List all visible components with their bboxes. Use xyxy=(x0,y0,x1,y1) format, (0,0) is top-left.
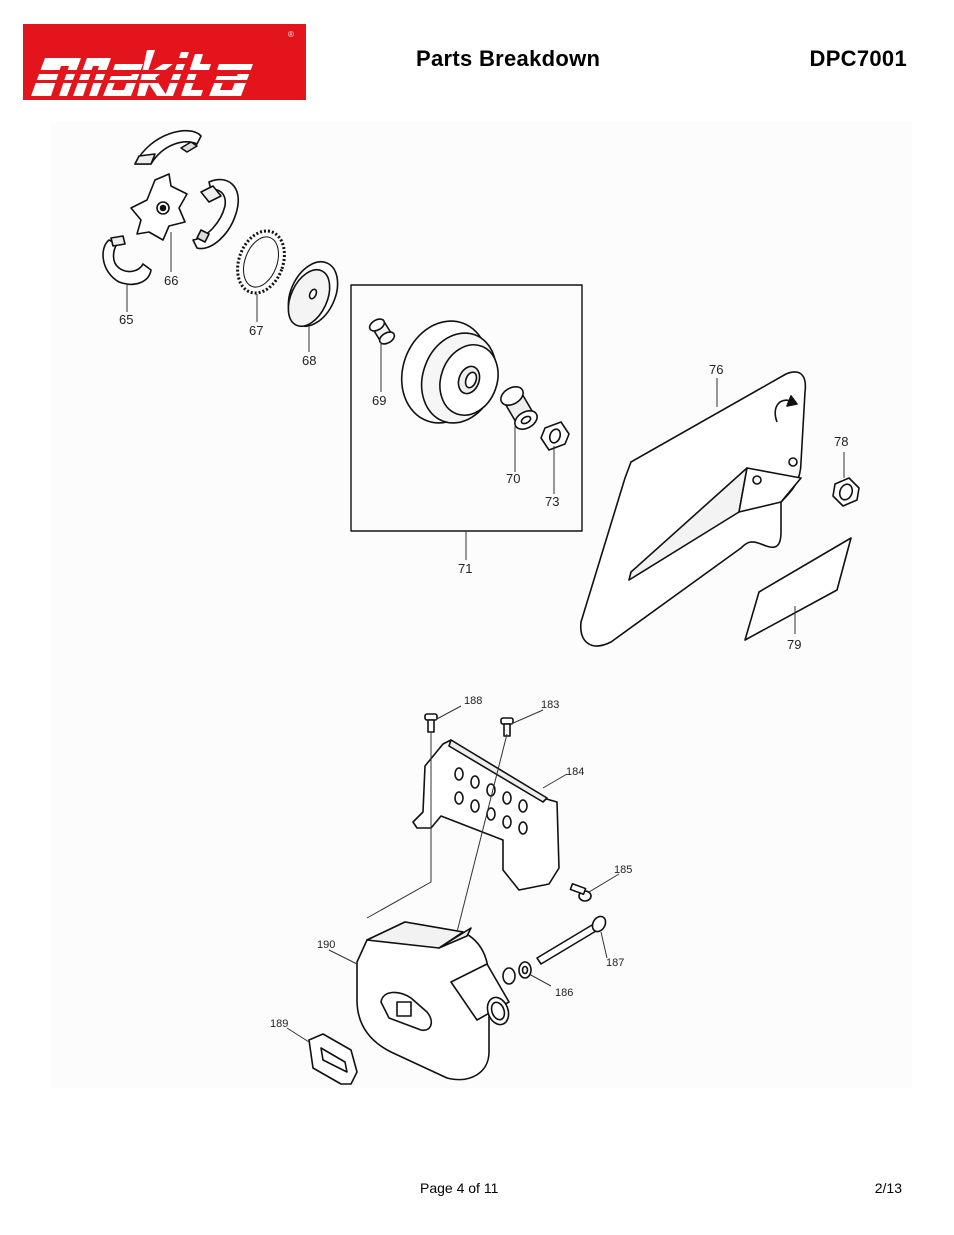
muffler-bracket-drawing xyxy=(412,739,560,891)
revision-date: 2/13 xyxy=(874,1180,902,1196)
callout-190: 190 xyxy=(317,939,335,951)
bolt-187-drawing xyxy=(536,915,607,965)
clutch-hub-drawing xyxy=(130,173,188,241)
parts-diagram: 66 65 67 68 69 70 71 73 76 78 79 188 183… xyxy=(51,122,912,1088)
callout-184: 184 xyxy=(566,766,584,778)
nut-drawing xyxy=(540,421,570,451)
screw-183-drawing xyxy=(500,717,514,737)
callout-183: 183 xyxy=(541,699,559,711)
washer-drawing xyxy=(287,261,339,328)
sprocket-cover-drawing xyxy=(580,371,807,647)
callout-67: 67 xyxy=(249,323,263,338)
washer-186-drawing xyxy=(502,961,532,985)
clutch-shoe-top-drawing xyxy=(134,129,202,165)
callout-186: 186 xyxy=(555,987,573,999)
callout-185: 185 xyxy=(614,864,632,876)
makita-logo xyxy=(23,24,306,100)
screw-188-drawing xyxy=(424,713,438,733)
cover-nut-drawing xyxy=(832,477,860,507)
page-title: Parts Breakdown xyxy=(416,46,601,71)
muffler-drawing xyxy=(356,921,510,1081)
callout-70: 70 xyxy=(506,471,520,486)
clutch-shoe-left-drawing xyxy=(102,235,152,286)
clutch-shoe-right-drawing xyxy=(192,178,240,250)
clutch-drum-drawing xyxy=(400,320,499,424)
callout-79: 79 xyxy=(787,637,801,652)
bearing-drawing xyxy=(500,386,538,430)
label-drawing xyxy=(744,537,852,641)
callout-65: 65 xyxy=(119,312,133,327)
needle-bearing-drawing xyxy=(368,318,396,345)
callout-71: 71 xyxy=(458,561,472,576)
callout-188: 188 xyxy=(464,695,482,707)
callout-187: 187 xyxy=(606,957,624,969)
screw-185-drawing xyxy=(569,882,592,902)
callout-69: 69 xyxy=(372,393,386,408)
callout-66: 66 xyxy=(164,273,178,288)
callout-73: 73 xyxy=(545,494,559,509)
callout-189: 189 xyxy=(270,1018,288,1030)
registered-mark: ® xyxy=(288,30,294,39)
callout-68: 68 xyxy=(302,353,316,368)
callout-78: 78 xyxy=(834,434,848,449)
gasket-drawing xyxy=(308,1033,358,1085)
clutch-spring-drawing xyxy=(236,229,286,295)
model-number: DPC7001 xyxy=(809,46,907,71)
callout-76: 76 xyxy=(709,362,723,377)
page-number: Page 4 of 11 xyxy=(420,1180,499,1196)
